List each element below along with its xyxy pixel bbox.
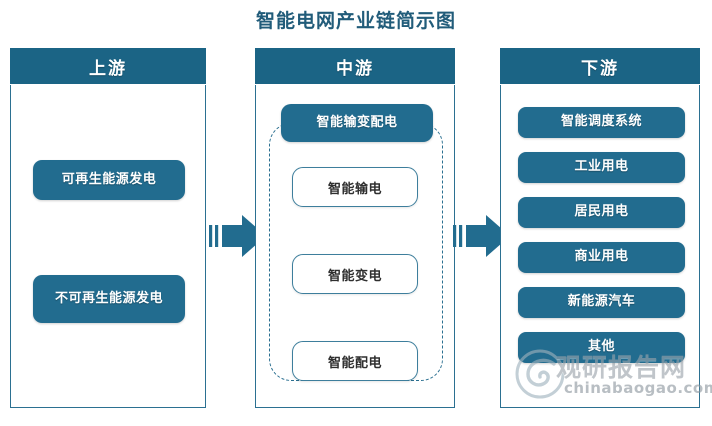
node-new-energy-vehicles[interactable]: 新能源汽车 [518,287,685,318]
column-header-label: 上游 [89,58,127,79]
node-commercial-power[interactable]: 商业用电 [518,242,685,273]
node-smart-distribution[interactable]: 智能配电 [292,341,418,381]
column-body-upstream: 可再生能源发电 不可再生能源发电 [10,85,206,408]
right-arrow-icon [452,212,512,260]
column-header-upstream: 上游 [10,48,206,84]
column-body-midstream: 智能输变配电 智能输电 智能变电 智能配电 [255,85,455,408]
column-header-midstream: 中游 [255,48,455,84]
column-body-downstream: 智能调度系统 工业用电 居民用电 商业用电 新能源汽车 其他 [500,85,700,408]
node-industrial-power[interactable]: 工业用电 [518,152,685,183]
right-arrow-icon [208,212,268,260]
node-others[interactable]: 其他 [518,332,685,363]
node-transmission-substation-distribution[interactable]: 智能输变配电 [281,104,433,142]
column-header-downstream: 下游 [500,48,700,84]
node-renewable-generation[interactable]: 可再生能源发电 [33,160,185,200]
node-smart-substation[interactable]: 智能变电 [292,254,418,294]
node-smart-transmission[interactable]: 智能输电 [292,167,418,207]
node-smart-dispatch-system[interactable]: 智能调度系统 [518,107,685,138]
page-title: 智能电网产业链简示图 [255,10,456,32]
node-residential-power[interactable]: 居民用电 [518,197,685,228]
column-header-label: 下游 [581,58,619,79]
node-nonrenewable-generation[interactable]: 不可再生能源发电 [33,275,185,323]
column-header-label: 中游 [336,58,374,79]
